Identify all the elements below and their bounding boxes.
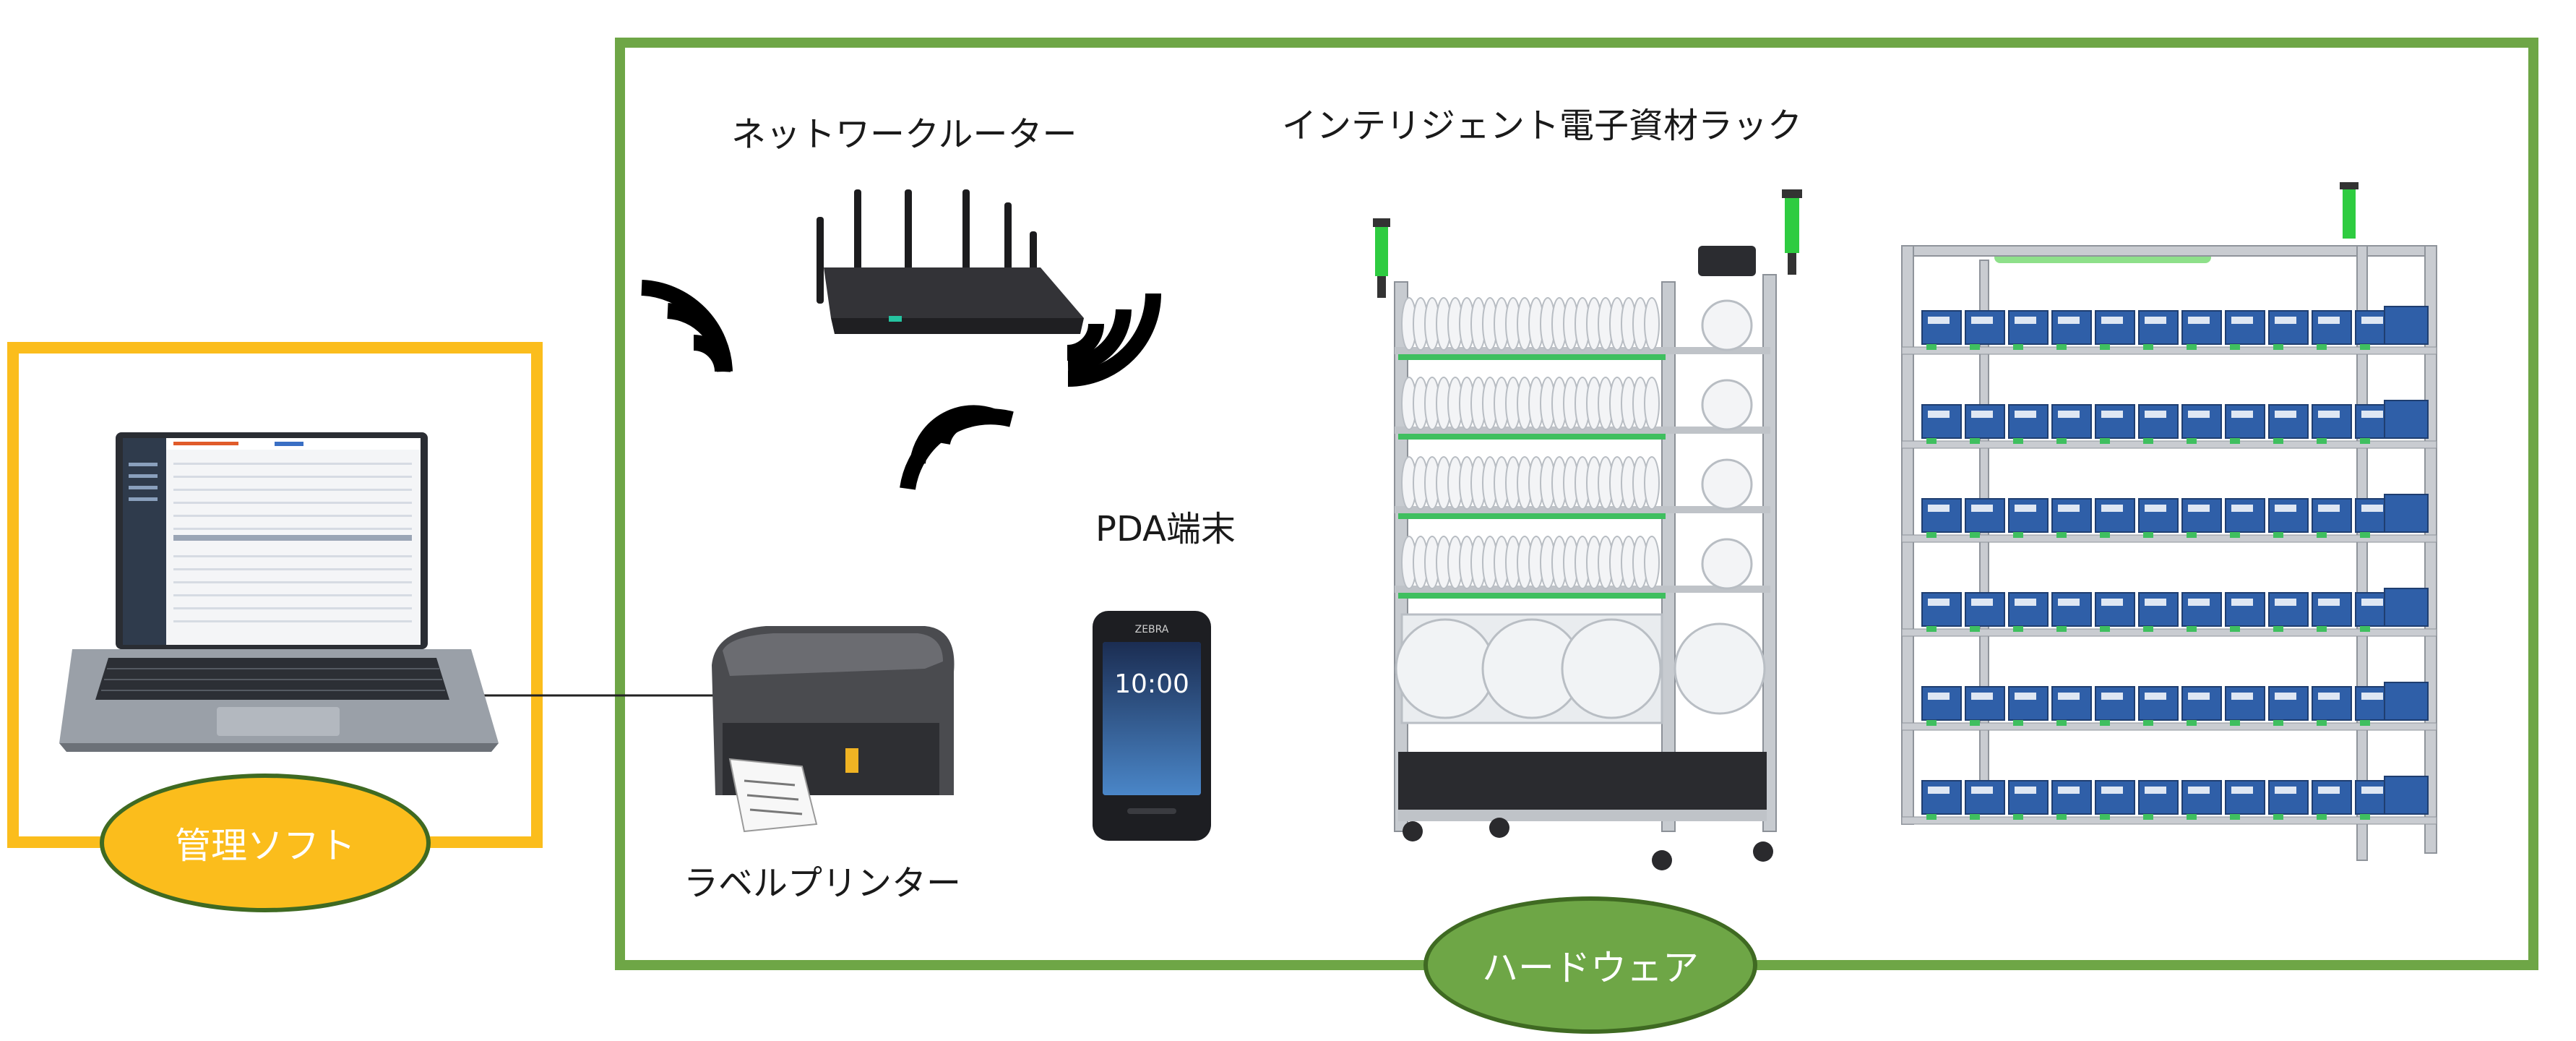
hardware-group-label: ハードウェア	[1423, 896, 1757, 1034]
label-printer-icon	[712, 626, 955, 833]
software-group-label: 管理ソフト	[100, 774, 431, 912]
reel-rack-icon	[1373, 189, 1802, 870]
router-label: ネットワークルーター	[731, 114, 1077, 155]
pda-icon: ZEBRA 10:00	[1093, 611, 1211, 841]
router-icon	[817, 189, 1084, 334]
rack-label: インテリジェント電子資材ラック	[1282, 106, 1803, 146]
pda-time-text: 10:00	[1114, 669, 1189, 699]
bin-rack-icon	[1901, 182, 2437, 861]
pda-brand-text: ZEBRA	[1135, 624, 1169, 635]
printer-label: ラベルプリンター	[684, 863, 962, 904]
pda-label: PDA端末	[1095, 509, 1236, 549]
wifi-signal-icon	[641, 280, 1161, 490]
laptop-icon	[59, 432, 499, 752]
